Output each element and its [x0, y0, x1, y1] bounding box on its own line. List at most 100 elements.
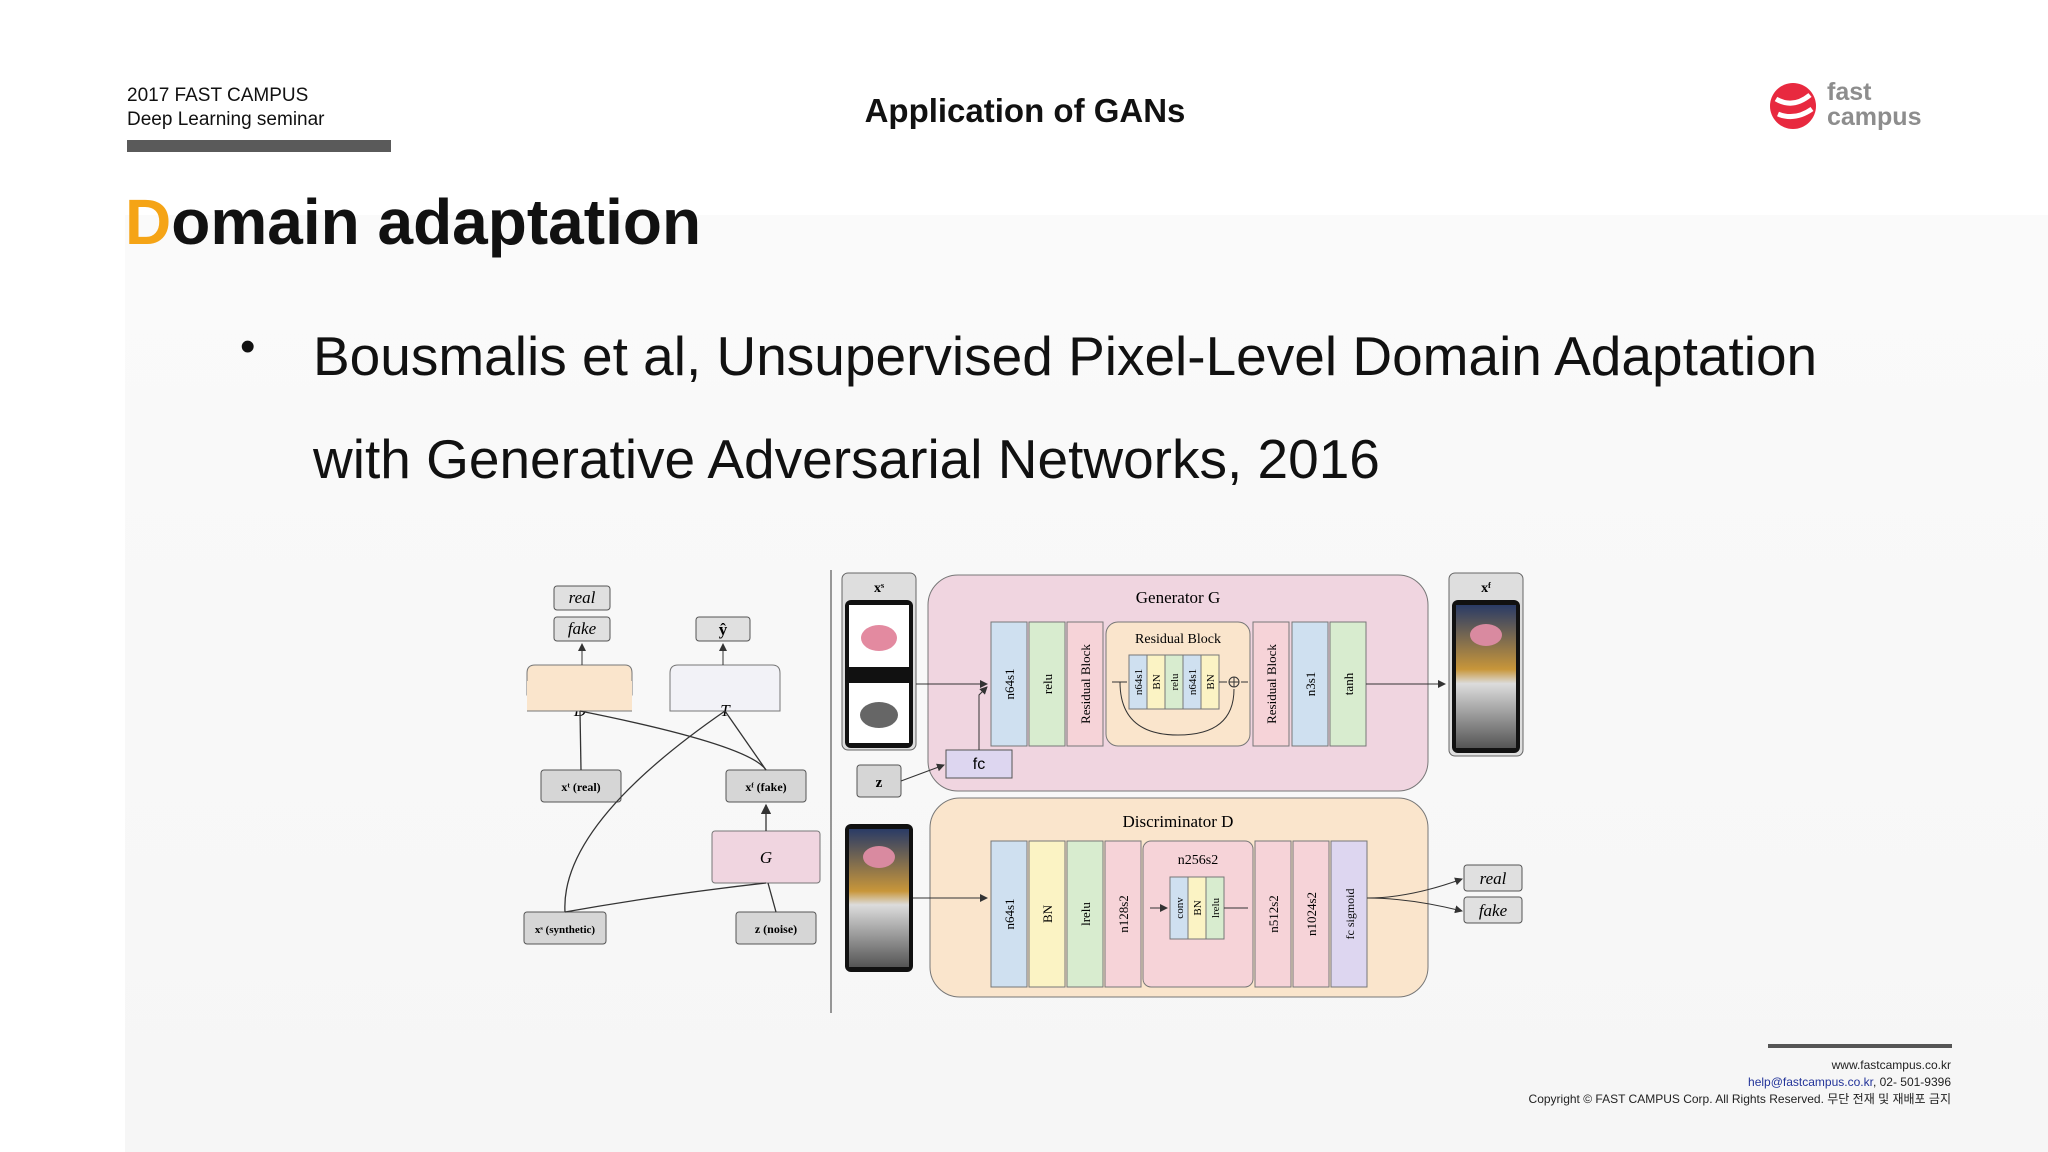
bullet-line-1: Bousmalis et al, Unsupervised Pixel-Leve… — [313, 325, 1818, 387]
res-layer-n64s1-a-label: n64s1 — [1133, 669, 1145, 695]
fc-box — [945, 749, 1013, 779]
footer-rule — [1768, 1044, 1952, 1048]
T-node — [669, 664, 781, 712]
footer-contact: help@fastcampus.co.kr, 02- 501-9396 — [1529, 1074, 1951, 1091]
disc-layer-fc-sigmoid-label: fc sigmoid — [1343, 889, 1357, 940]
gen-layer-n64s1-label: n64s1 — [1002, 668, 1017, 699]
disc-layer-lrelu-label: lrelu — [1078, 902, 1093, 926]
footer-copyright: Copyright © FAST CAMPUS Corp. All Rights… — [1528, 1092, 1951, 1106]
edge-xs-G — [564, 882, 767, 913]
z-label: z — [876, 775, 883, 791]
edge-z-G — [767, 882, 777, 913]
disc-layer-n512s2-label: n512s2 — [1266, 895, 1281, 933]
disc-layer-n64s1-label: n64s1 — [1002, 898, 1017, 929]
real-label: real — [569, 588, 596, 607]
real-box — [553, 585, 611, 611]
logo-wordmark: fast campus — [1827, 80, 1921, 130]
res-layer-bn-b-label: BN — [1205, 674, 1217, 689]
disc-layer-n128s2-label: n128s2 — [1116, 895, 1131, 933]
z-to-fc-arrow — [900, 763, 945, 782]
disc-layer-n512s2 — [1254, 840, 1292, 988]
fc-label: fc — [973, 756, 985, 773]
disc-layer-lrelu — [1066, 840, 1104, 988]
synthetic-object-depth — [860, 702, 898, 728]
header-underline — [127, 140, 391, 152]
discriminator-panel: Discriminator D n64s1 BN lrelu n128s2 n2… — [845, 797, 1523, 998]
overview-graph: real fake ŷ D T xᵗ (real) xᶠ (fake) G xˢ… — [523, 585, 821, 945]
disc-layer-n1024s2-label: n1024s2 — [1304, 892, 1319, 936]
generator-title: Generator G — [1136, 588, 1221, 607]
xt-real-label: xᵗ (real) — [561, 780, 600, 794]
bullet-line-2: with Generative Adversarial Networks, 20… — [313, 428, 1380, 490]
fake-object — [1470, 624, 1502, 646]
z-noise-box — [735, 911, 817, 945]
n256s2-title: n256s2 — [1178, 853, 1218, 868]
bullet-text: Bousmalis et al, Unsupervised Pixel-Leve… — [313, 305, 2013, 511]
logo-word-campus: campus — [1827, 103, 1922, 131]
G-label: G — [760, 848, 772, 867]
logo-word-fast: fast — [1827, 78, 1872, 106]
fastcampus-logo-icon — [1770, 83, 1816, 129]
D-node-body — [527, 681, 632, 711]
bullet-marker: • — [240, 322, 256, 371]
generator-input-label: xˢ — [874, 581, 884, 596]
generator-output-label: xᶠ — [1481, 581, 1491, 596]
overview-edges — [564, 710, 777, 913]
footer-email[interactable]: help@fastcampus.co.kr — [1748, 1075, 1873, 1089]
generator-panel: xˢ Generator G n64s1 relu Residual Block… — [841, 572, 1524, 798]
discriminator-title: Discriminator D — [1123, 812, 1234, 831]
footer-website: www.fastcampus.co.kr — [1831, 1058, 1951, 1072]
gen-layer-relu — [1028, 621, 1066, 747]
section-title: Application of GANs — [864, 92, 1186, 129]
fc-to-gen-arrow — [978, 686, 988, 750]
fastcampus-logo: fast campus — [1768, 80, 1928, 132]
res-layer-relu-label: relu — [1169, 673, 1181, 691]
z-noise-label: z (noise) — [755, 922, 797, 936]
discriminator-input-object — [863, 846, 895, 868]
synthetic-object-rgb — [861, 625, 897, 651]
block-layer-bn-label: BN — [1192, 900, 1204, 915]
title-rest: omain adaptation — [171, 186, 702, 258]
fake-box — [553, 616, 611, 642]
architecture-diagram: real fake ŷ D T xᵗ (real) xᶠ (fake) G xˢ… — [523, 570, 1524, 1013]
gen-layer-tanh-label: tanh — [1341, 672, 1356, 695]
disc-fake-box — [1463, 896, 1523, 924]
xs-synthetic-label: xˢ (synthetic) — [535, 924, 595, 936]
res-layer-bn-a-label: BN — [1151, 674, 1163, 689]
gen-layer-resblock-2-label: Residual Block — [1264, 644, 1279, 724]
gen-layer-resblock-1 — [1066, 621, 1104, 747]
residual-block-title: Residual Block — [1135, 632, 1221, 647]
disc-layer-n128s2 — [1104, 840, 1142, 988]
xf-fake-label: xᶠ (fake) — [745, 780, 786, 794]
block-layer-conv-label: conv — [1174, 897, 1186, 919]
seminar-header: 2017 FAST CAMPUS Deep Learning seminar — [127, 84, 325, 132]
disc-layer-n1024s2 — [1292, 840, 1330, 988]
disc-layer-bn — [1028, 840, 1066, 988]
gen-layer-resblock-2 — [1252, 621, 1290, 747]
y-hat-box — [695, 616, 751, 642]
T-label: T — [720, 701, 731, 720]
fake-label: fake — [568, 619, 597, 638]
disc-fake-label: fake — [1479, 901, 1508, 920]
gen-layer-relu-label: relu — [1040, 673, 1055, 694]
gen-layer-resblock-1-label: Residual Block — [1078, 644, 1093, 724]
edge-xs-T — [564, 710, 726, 913]
disc-layer-bn-label: BN — [1040, 904, 1055, 923]
seminar-name: Deep Learning seminar — [127, 109, 325, 130]
disc-real-box — [1463, 864, 1523, 892]
title-first-letter: D — [125, 186, 172, 258]
edge-xf-T — [724, 710, 767, 771]
seminar-year: 2017 FAST CAMPUS — [127, 85, 309, 106]
disc-layer-fc-sigmoid — [1330, 840, 1368, 988]
disc-to-fake-arrow — [1366, 897, 1463, 914]
footer-phone: , 02- 501-9396 — [1872, 1075, 1951, 1089]
footer: www.fastcampus.co.kr help@fastcampus.co.… — [1529, 1057, 1951, 1108]
residual-plus-sign — [1229, 677, 1239, 687]
disc-real-label: real — [1480, 869, 1507, 888]
residual-skip-connection — [1119, 681, 1235, 736]
gen-layer-n64s1 — [990, 621, 1028, 747]
gen-layer-n3s1 — [1291, 621, 1329, 747]
res-layer-n64s1-b-label: n64s1 — [1187, 669, 1199, 695]
block-layer-lrelu-label: lrelu — [1210, 897, 1222, 918]
gen-layer-n3s1-label: n3s1 — [1303, 672, 1318, 697]
